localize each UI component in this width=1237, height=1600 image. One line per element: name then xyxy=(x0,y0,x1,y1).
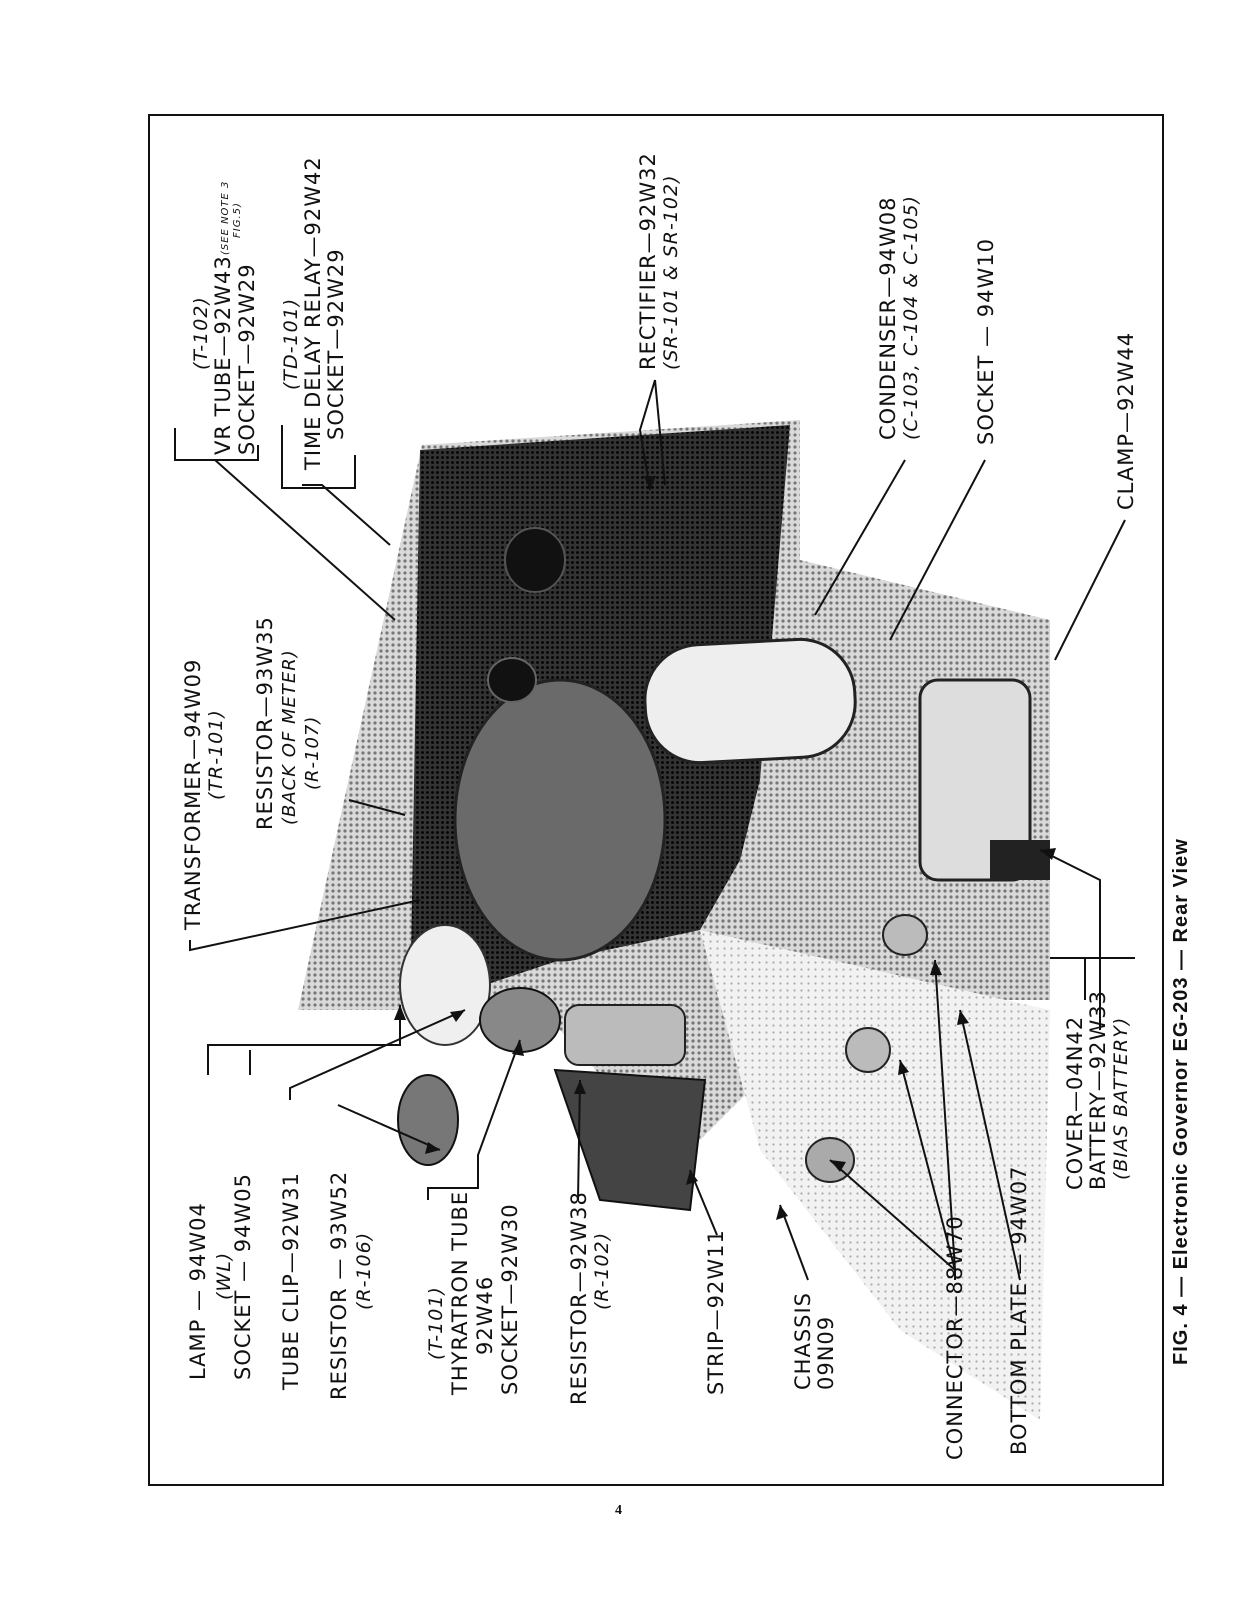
lamp-label: LAMP — 94W04 (WL) SOCKET — 94W05 xyxy=(186,1173,255,1380)
leader-condenser xyxy=(814,459,906,616)
resistor-102-part-text: RESISTOR—92W38 xyxy=(567,1191,591,1405)
resistor-107-part-text: RESISTOR—93W35 xyxy=(253,616,277,830)
resistor-106-label: RESISTOR — 93W52 (R-106) xyxy=(327,1171,375,1400)
figure-frame xyxy=(148,114,1164,1486)
transformer-label: TRANSFORMER—94W09 (TR-101) xyxy=(181,659,227,931)
vr-tube-label: (T-102) VR TUBE—92W43 SOCKET—92W29 (SEE … xyxy=(190,181,259,455)
arrowheads xyxy=(394,476,1056,1220)
relay-knob xyxy=(504,527,566,593)
leader-resistor-107 xyxy=(348,799,406,816)
leader-rectifier-b xyxy=(654,379,666,486)
time-delay-socket-text: SOCKET—92W29 xyxy=(324,248,348,440)
leader-lines xyxy=(174,379,1135,1281)
rectifier-ref-text: (SR-101 & SR-102) xyxy=(660,175,682,371)
strip-label: STRIP—92W11 xyxy=(704,1229,728,1395)
leader-time-delay-bracket xyxy=(281,425,356,489)
lamp-body xyxy=(399,924,491,1046)
leader-resistor-102 xyxy=(577,1079,581,1201)
leader-thyratron xyxy=(427,1039,521,1200)
chassis-name-text: CHASSIS xyxy=(791,1292,815,1390)
thyratron-label: (T-101) THYRATRON TUBE 92W46 SOCKET—92W3… xyxy=(425,1191,522,1396)
leader-connector-b xyxy=(934,959,956,1271)
page-number: 4 xyxy=(615,1503,622,1518)
leader-lamp xyxy=(207,1005,401,1075)
clamp-label: CLAMP—92W44 xyxy=(1114,332,1138,510)
leader-resistor-106 xyxy=(337,1104,441,1151)
cover-battery-label: COVER—04N42 BATTERY—92W33 (BIAS BATTERY) xyxy=(1063,990,1132,1190)
leader-chassis xyxy=(779,1204,809,1281)
leader-tube-clip xyxy=(289,1009,466,1100)
connector-2-body xyxy=(845,1027,891,1073)
time-delay-ref-text: (TD-101) xyxy=(280,298,302,390)
resistor-107-label: RESISTOR—93W35 (BACK OF METER) (R-107) xyxy=(253,616,323,830)
bottom-plate-label: BOTTOM PLATE — 94W07 xyxy=(1007,1166,1031,1455)
resistor-106-ref-text: (R-106) xyxy=(353,1232,375,1310)
rectifier-label: RECTIFIER—92W32 (SR-101 & SR-102) xyxy=(636,152,682,370)
thyratron-socket-text: SOCKET—92W30 xyxy=(498,1203,522,1395)
vr-note-line2-text: FIG.5) xyxy=(232,202,243,238)
leader-connector-c xyxy=(829,1159,956,1271)
condenser-body xyxy=(643,637,857,765)
resistor-106-part-text: RESISTOR — 93W52 xyxy=(327,1171,351,1400)
rectifier-part-text: RECTIFIER—92W32 xyxy=(636,152,660,370)
tube-socket-body xyxy=(564,1004,686,1066)
thyratron-part-text: 92W46 xyxy=(473,1276,497,1355)
leader-socket-94w10 xyxy=(889,459,986,641)
condenser-label: CONDENSER—94W08 (C-103, C-104 & C-105) xyxy=(876,195,922,440)
chassis-part-text: 09N09 xyxy=(814,1316,838,1390)
time-delay-part-text: TIME DELAY RELAY—92W42 xyxy=(301,156,325,471)
socket-94w10-label: SOCKET — 94W10 xyxy=(974,238,998,445)
lamp-ref-text: (WL) xyxy=(213,1252,235,1300)
figure-caption: FIG. 4 — Electronic Governor EG-203 — Re… xyxy=(1170,838,1192,1365)
resistor-body xyxy=(397,1074,459,1166)
tube-clip-label: TUBE CLIP—92W31 xyxy=(279,1172,303,1391)
connector-1-body xyxy=(882,914,928,956)
chassis-plate xyxy=(700,930,1050,1420)
transformer-body xyxy=(453,678,667,962)
clamp-body xyxy=(990,840,1050,880)
vr-note-line1-text: (SEE NOTE 3 xyxy=(220,181,231,255)
resistor-102-ref-text: (R-102) xyxy=(591,1232,613,1310)
transformer-ref-text: (TR-101) xyxy=(205,709,227,800)
lamp-part-text: LAMP — 94W04 xyxy=(186,1202,210,1380)
resistor-107-ref-text: (R-107) xyxy=(302,716,323,790)
vr-tube-socket-text: SOCKET—92W29 xyxy=(235,263,259,455)
terminal-strip-body xyxy=(553,1068,707,1212)
cover-part-text: COVER—04N42 xyxy=(1063,1016,1087,1190)
time-delay-label: (TD-101) TIME DELAY RELAY—92W42 SOCKET—9… xyxy=(280,156,348,471)
leader-transformer xyxy=(189,899,421,952)
battery-cover-body xyxy=(918,678,1032,882)
condenser-ref-text: (C-103, C-104 & C-105) xyxy=(900,195,922,440)
leader-clamp xyxy=(1054,519,1126,661)
connector-label: CONNECTOR—88W70 xyxy=(943,1215,967,1460)
thyratron-name-text: THYRATRON TUBE xyxy=(448,1191,472,1396)
condenser-part-text: CONDENSER—94W08 xyxy=(876,197,900,440)
photo-region xyxy=(298,420,1050,1420)
resistor-102-label: RESISTOR—92W38 (R-102) xyxy=(567,1191,613,1405)
battery-part-text: BATTERY—92W33 xyxy=(1086,990,1110,1190)
thyratron-ref-text: (T-101) xyxy=(425,1286,447,1360)
lamp-socket-text: SOCKET — 94W05 xyxy=(231,1173,255,1380)
leader-rectifier-a xyxy=(638,379,656,491)
vr-tube-top xyxy=(487,657,537,703)
leader-vr-tube xyxy=(214,459,396,621)
resistor-107-note-text: (BACK OF METER) xyxy=(279,649,300,825)
vr-tube-part-text: VR TUBE—92W43 xyxy=(211,255,235,455)
leader-bottom-plate xyxy=(959,1009,1021,1281)
transformer-part-text: TRANSFORMER—94W09 xyxy=(181,659,205,931)
battery-ref-text: (BIAS BATTERY) xyxy=(1110,1017,1132,1180)
leader-time-delay xyxy=(302,484,391,546)
leader-cover-battery xyxy=(1039,849,1101,1030)
chassis-label: CHASSIS 09N09 xyxy=(791,1292,838,1390)
vr-tube-ref-text: (T-102) xyxy=(190,296,212,370)
